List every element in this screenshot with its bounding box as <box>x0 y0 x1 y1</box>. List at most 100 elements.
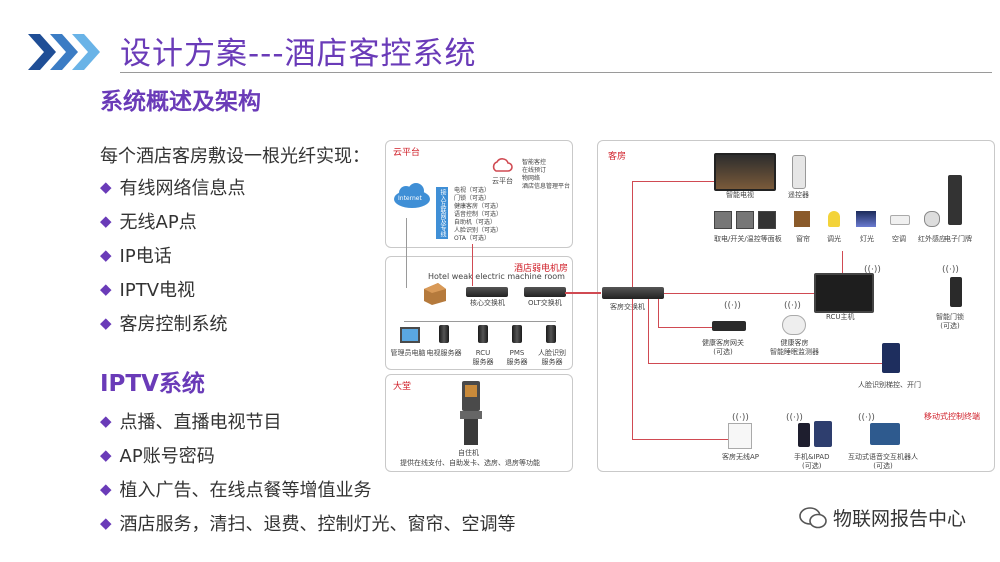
door-plate-icon <box>948 175 962 225</box>
diamond-bullet-icon: ◆ <box>100 314 112 332</box>
wifi-icon: ((·)) <box>864 265 881 275</box>
connection-line <box>658 327 712 328</box>
list-item: ◆植入广告、在线点餐等增值业务 <box>100 480 372 501</box>
phone-icon <box>798 423 810 447</box>
list-item: ◆IPTV电视 <box>100 280 196 301</box>
admin-pc-icon <box>400 327 420 343</box>
connection-line <box>632 439 728 440</box>
diamond-bullet-icon: ◆ <box>100 514 112 532</box>
diamond-bullet-icon: ◆ <box>100 246 112 264</box>
device-label: 人脸识别 服务器 <box>538 349 566 366</box>
link-line <box>472 244 473 286</box>
tv-label: 智能电视 <box>726 191 754 199</box>
health-gateway-icon <box>712 321 746 331</box>
connection-line <box>648 363 882 364</box>
panels-label: 取电/开关/温控等面板 <box>714 235 782 243</box>
section-heading-iptv: IPTV系统 <box>100 371 205 397</box>
intro-text: 每个酒店客房敷设一根光纤实现： <box>100 146 370 167</box>
dimmer-label: 调光 <box>827 235 841 243</box>
diamond-bullet-icon: ◆ <box>100 446 112 464</box>
sleep-monitor-label: 健康客房 智能睡眠监测器 <box>770 339 819 356</box>
face-id-label: 人脸识别梯控、开门 <box>858 381 921 389</box>
smart-lock-icon <box>950 277 962 307</box>
internet-link-line <box>406 218 407 288</box>
connection-line <box>632 181 633 287</box>
chevron-arrows-icon <box>28 34 100 70</box>
ac-icon <box>890 215 910 225</box>
light-label: 灯光 <box>860 235 874 243</box>
wifi-icon: ((·)) <box>732 413 749 423</box>
server-icon <box>512 325 522 343</box>
fiber-line <box>565 292 601 294</box>
title-divider <box>120 72 992 73</box>
list-item: ◆IP电话 <box>100 246 172 267</box>
switch-panel-icon <box>714 211 732 229</box>
smart-tv-icon <box>714 153 776 191</box>
remote-icon <box>792 155 806 189</box>
tablet-icon <box>814 421 832 447</box>
olt-switch-label: OLT交换机 <box>528 299 562 307</box>
health-gateway-label: 健康客房网关 (可选) <box>702 339 744 356</box>
lobby-panel: 大堂 自住机 提供在线支付、自助发卡、选房、退房等功能 <box>385 374 573 472</box>
watermark: 物联网报告中心 <box>799 504 966 531</box>
list-item: ◆酒店服务，清扫、退费、控制灯光、窗帘、空调等 <box>100 514 516 535</box>
wifi-icon: ((·)) <box>786 413 803 423</box>
cloud-services: 电视（可选） 门锁（可选） 健康客房（可选） 语音控制（可选） 自助机（可选） … <box>454 187 503 242</box>
diamond-bullet-icon: ◆ <box>100 280 112 298</box>
sleep-monitor-icon <box>782 315 806 335</box>
device-label: RCU 服务器 <box>472 349 494 366</box>
machine-room-subtitle: Hotel weak electric machine room <box>428 272 565 281</box>
firewall-icon <box>424 283 446 305</box>
cloud-platform-icon <box>492 158 513 172</box>
list-item: ◆点播、直播电视节目 <box>100 412 282 433</box>
face-id-device-icon <box>882 343 900 373</box>
rcu-host-icon <box>814 273 874 313</box>
kiosk-description: 提供在线支付、自助发卡、选房、退房等功能 <box>400 459 540 467</box>
watermark-text: 物联网报告中心 <box>832 508 966 530</box>
cloud-icon-caption: 云平台 <box>492 177 513 185</box>
lobby-label: 大堂 <box>393 382 412 392</box>
server-icon <box>439 325 449 343</box>
machine-room-panel: 酒店弱电机房 Hotel weak electric machine room … <box>385 256 573 370</box>
core-switch-label: 核心交换机 <box>470 299 505 307</box>
connection-line <box>648 299 649 363</box>
connection-line <box>658 299 659 327</box>
bulb-icon <box>828 211 840 227</box>
ir-sensor-icon <box>924 211 940 227</box>
connection-line <box>632 299 633 439</box>
section-heading-overview: 系统概述及架构 <box>100 89 261 115</box>
room-switch-label: 客房交换机 <box>610 303 645 311</box>
thermostat-icon <box>758 211 776 229</box>
phone-label: 手机&IPAD (可选) <box>794 453 830 470</box>
voice-robot-icon <box>870 423 900 445</box>
door-plate-label: 电子门牌 <box>944 235 972 243</box>
curtain-label: 窗帘 <box>796 235 810 243</box>
cloud-platform-panel: 云平台 Internet 接入互联网及专线 云平台 智能客控 在线预订 物网络 … <box>385 140 573 248</box>
curtain-icon <box>794 211 810 227</box>
access-note: 接入互联网及专线 <box>439 189 446 237</box>
diamond-bullet-icon: ◆ <box>100 480 112 498</box>
ir-label: 红外感应 <box>918 235 946 243</box>
diamond-bullet-icon: ◆ <box>100 178 112 196</box>
wifi-icon: ((·)) <box>784 301 801 311</box>
device-label: 电视服务器 <box>426 349 462 357</box>
switch-panel-icon <box>736 211 754 229</box>
feature-list: ◆有线网络信息点 ◆无线AP点 ◆IP电话 ◆IPTV电视 ◆客房控制系统 <box>100 170 246 340</box>
iptv-list: ◆点播、直播电视节目 ◆AP账号密码 ◆植入广告、在线点餐等增值业务 ◆酒店服务… <box>100 404 516 540</box>
connection-line <box>664 293 814 294</box>
device-label: 管理员电脑 <box>390 349 426 357</box>
connection-line <box>842 251 843 273</box>
ac-label: 空调 <box>892 235 906 243</box>
access-bar <box>436 187 448 239</box>
ap-label: 客房无线AP <box>722 453 760 461</box>
slide-title: 设计方案---酒店客控系统 <box>120 36 477 72</box>
diamond-bullet-icon: ◆ <box>100 412 112 430</box>
internet-cloud-icon <box>394 183 430 208</box>
rcu-label: RCU主机 <box>826 313 855 321</box>
server-icon <box>478 325 488 343</box>
connection-line <box>632 181 714 182</box>
list-item: ◆客房控制系统 <box>100 314 228 335</box>
wifi-icon: ((·)) <box>724 301 741 311</box>
list-item: ◆AP账号密码 <box>100 446 215 467</box>
device-label: PMS 服务器 <box>506 349 528 366</box>
